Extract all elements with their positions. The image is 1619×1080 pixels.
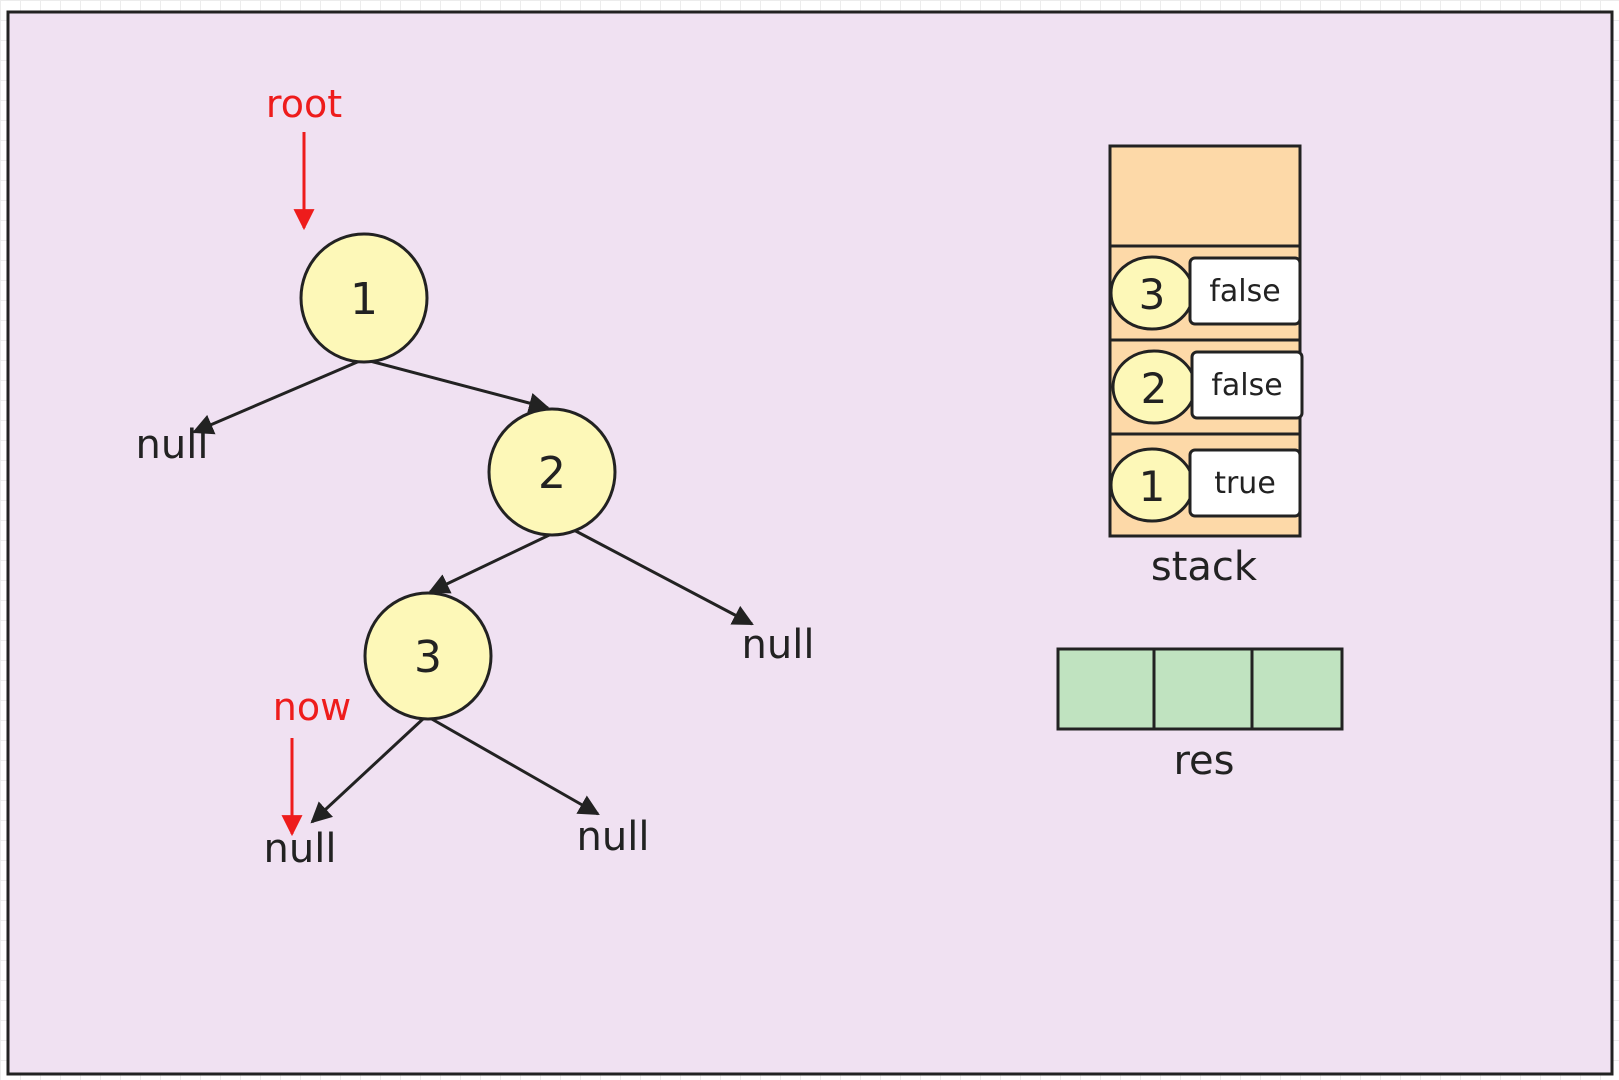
res-array: res (1056, 647, 1344, 784)
stack-frame-2-flag: false (1211, 368, 1282, 403)
null-label-node-3-left: null (264, 826, 337, 872)
now-pointer-label: now (273, 685, 351, 729)
diagram-panel (6, 10, 1614, 1076)
tree-node-1: 1 (299, 232, 429, 364)
stack-frame-3: 3 false (1109, 255, 1302, 331)
null-label-node-1-left: null (136, 422, 209, 468)
null-label-node-3-right: null (577, 814, 650, 860)
res-cell-1 (1152, 647, 1254, 731)
stack-frame-1: 1 true (1109, 447, 1302, 523)
res-label: res (1173, 738, 1234, 784)
edge-3-right-null (429, 716, 600, 816)
edge-2-right-null (569, 526, 754, 626)
stack-frame-2: 2 false (1111, 349, 1304, 425)
stack-frame-3-node-label: 3 (1139, 270, 1166, 319)
edge-2-to-3 (428, 526, 565, 594)
edge-3-left-null (310, 716, 426, 824)
stack-label: stack (1151, 544, 1258, 590)
stack-frame-3-flag-box (1188, 256, 1302, 326)
stack-frame-2-flag-box (1190, 350, 1304, 420)
stack-frame-3-flag: false (1209, 274, 1280, 309)
tree-node-3: 3 (363, 591, 493, 721)
stack-frame-2-node-label: 2 (1141, 364, 1168, 413)
stack: 3 false 2 false 1 true stack (1108, 144, 1304, 590)
res-cell-0 (1056, 647, 1156, 731)
tree-node-1-label: 1 (350, 274, 378, 325)
null-label-node-2-right: null (742, 622, 815, 668)
res-cell-2 (1250, 647, 1344, 731)
tree-node-3-label: 3 (414, 632, 442, 683)
stack-frame-1-flag-box (1188, 448, 1302, 518)
tree-node-2-label: 2 (538, 448, 566, 499)
tree-node-2: 2 (487, 407, 617, 537)
edge-1-left-null (192, 358, 363, 435)
stack-frame-1-node-label: 1 (1139, 462, 1166, 511)
edge-1-to-2 (365, 358, 551, 414)
root-pointer-label: root (266, 82, 342, 126)
stack-frame-1-flag: true (1214, 466, 1276, 501)
